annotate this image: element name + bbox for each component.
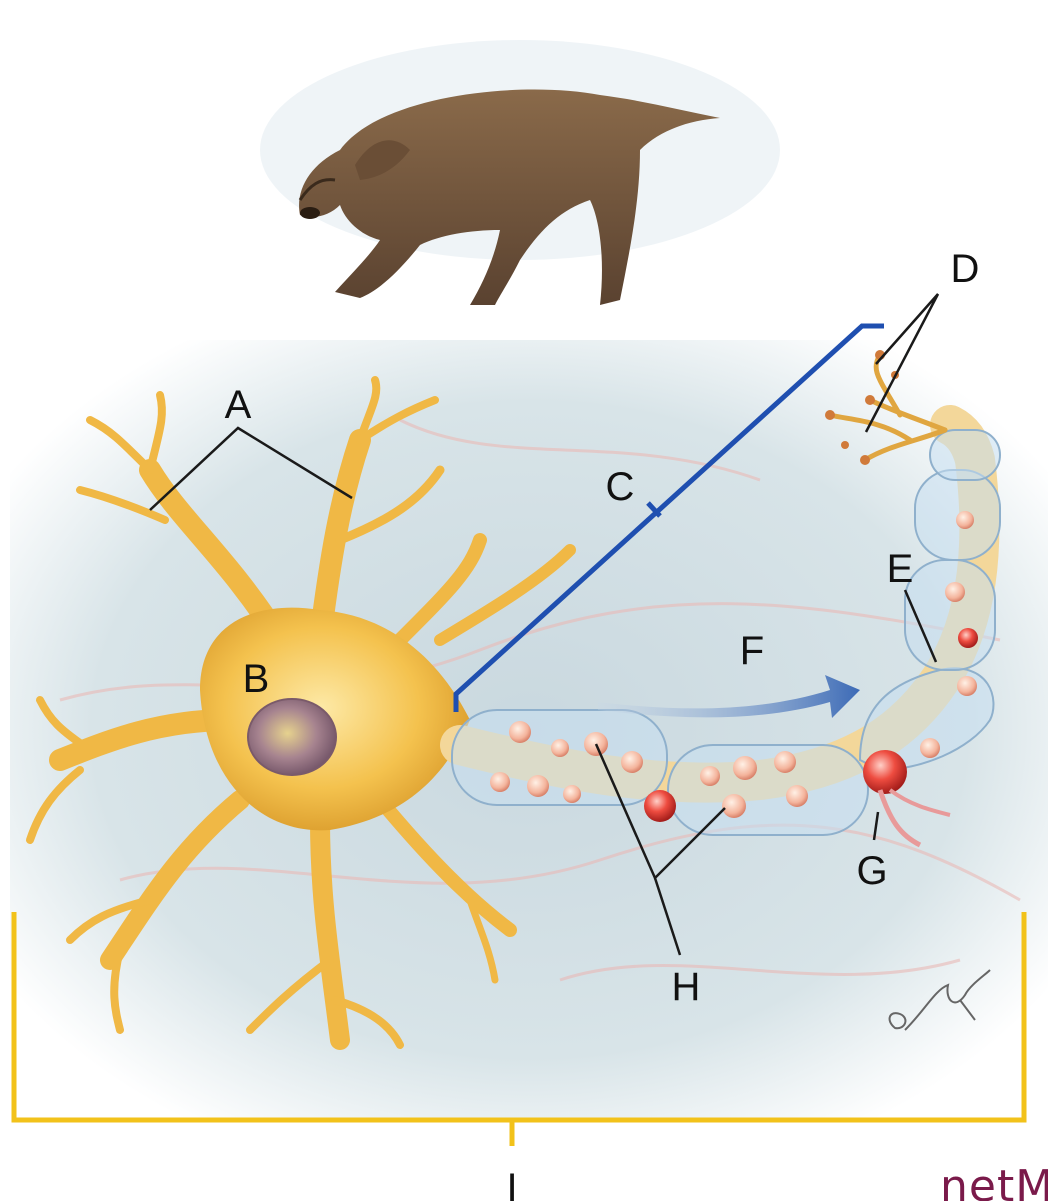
label-b: B	[243, 657, 270, 701]
label-a: A	[225, 383, 252, 427]
label-h: H	[672, 965, 701, 1009]
label-d: D	[951, 247, 980, 291]
label-f: F	[740, 629, 764, 673]
label-c: C	[606, 465, 635, 509]
nucleus	[248, 699, 336, 775]
label-e: E	[887, 547, 914, 591]
node-of-ranvier-red	[644, 790, 676, 822]
dog-illustration	[260, 40, 780, 305]
label-g: G	[856, 849, 887, 893]
brand-watermark: netM	[940, 1161, 1048, 1201]
node-of-ranvier-small	[958, 628, 978, 648]
node-of-ranvier-red-large	[863, 750, 907, 794]
label-i: I	[506, 1166, 517, 1201]
